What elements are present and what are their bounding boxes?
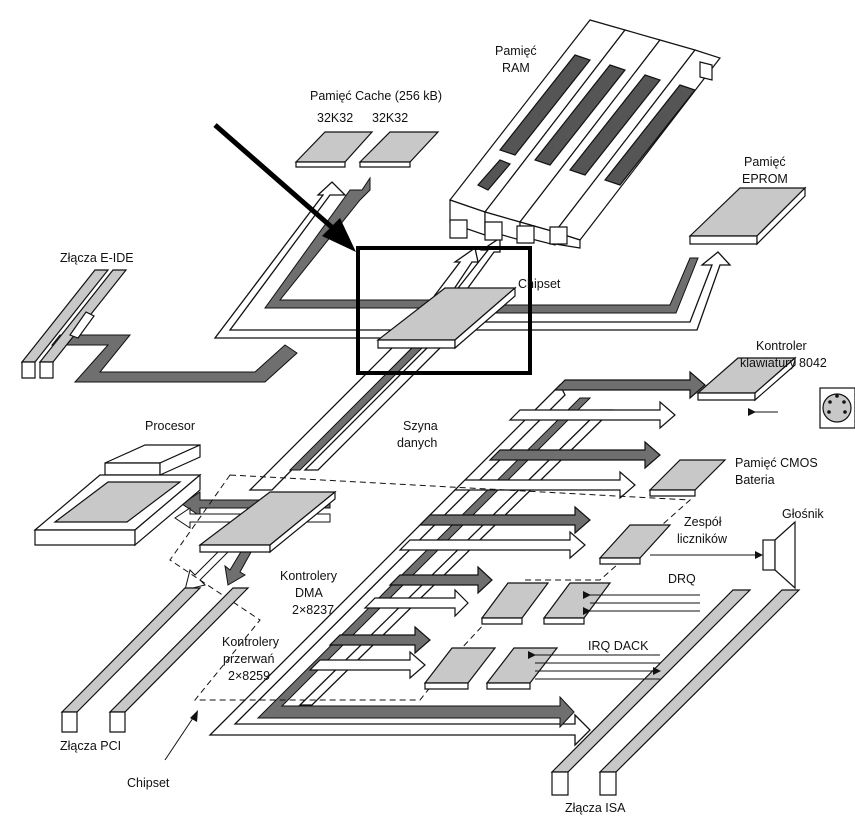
eide-slots <box>22 270 126 378</box>
timer-chip <box>600 525 670 558</box>
cmos-chip <box>650 460 725 490</box>
irq-dack-label: IRQ DACK <box>588 639 649 653</box>
keyboard-label-1: Kontroler <box>756 339 807 353</box>
chipset-bottom-label: Chipset <box>127 776 170 790</box>
pci-slots <box>62 588 248 732</box>
pci-label: Złącza PCI <box>60 739 121 753</box>
cmos-label-2: Bateria <box>735 473 775 487</box>
cache-chip-2 <box>360 132 438 162</box>
speaker-label: Głośnik <box>782 507 824 521</box>
ram-modules <box>450 20 720 248</box>
timers-label-2: liczników <box>677 532 728 546</box>
isa-label: Złącza ISA <box>565 801 626 815</box>
irq-label-3: 2×8259 <box>228 669 270 683</box>
isa-slots <box>552 590 799 795</box>
eprom-label-2: EPROM <box>742 172 788 186</box>
drq-label: DRQ <box>668 572 696 586</box>
irq-chip-2 <box>487 648 557 683</box>
eprom-label-1: Pamięć <box>744 155 786 169</box>
bus-eide-dark <box>52 335 297 382</box>
irq-chip-1 <box>425 648 495 683</box>
dma-chip-2 <box>544 583 610 618</box>
chipset-pointer-arrow <box>165 710 198 760</box>
text-labels: Pamięć RAM Pamięć Cache (256 kB) 32K32 3… <box>60 44 827 815</box>
dma-label-2: DMA <box>295 586 323 600</box>
chipset-top-label: Chipset <box>518 277 561 291</box>
cache-label: Pamięć Cache (256 kB) <box>310 89 442 103</box>
dma-label-3: 2×8237 <box>292 603 334 617</box>
cache-chip-1 <box>296 132 372 162</box>
irq-label-1: Kontrolery <box>222 635 280 649</box>
eide-label: Złącza E-IDE <box>60 251 134 265</box>
speaker-icon <box>763 522 795 588</box>
cache-chip2-label: 32K32 <box>372 111 408 125</box>
ram-label-1: Pamięć <box>495 44 537 58</box>
data-bus-label-1: Szyna <box>403 419 438 433</box>
timers-label-1: Zespół <box>684 515 722 529</box>
ram-label-2: RAM <box>502 61 530 75</box>
cmos-label-1: Pamięć CMOS <box>735 456 818 470</box>
dma-chip-1 <box>482 583 548 618</box>
dma-label-1: Kontrolery <box>280 569 338 583</box>
bus-north-south-white2 <box>305 345 443 470</box>
keyboard-label-2: klawiatury 8042 <box>740 356 827 370</box>
data-bus-label-2: danych <box>397 436 437 450</box>
cache-chip1-label: 32K32 <box>317 111 353 125</box>
irq-label-2: przerwań <box>223 652 274 666</box>
keyboard-connector <box>820 388 855 428</box>
processor-label: Procesor <box>145 419 195 433</box>
